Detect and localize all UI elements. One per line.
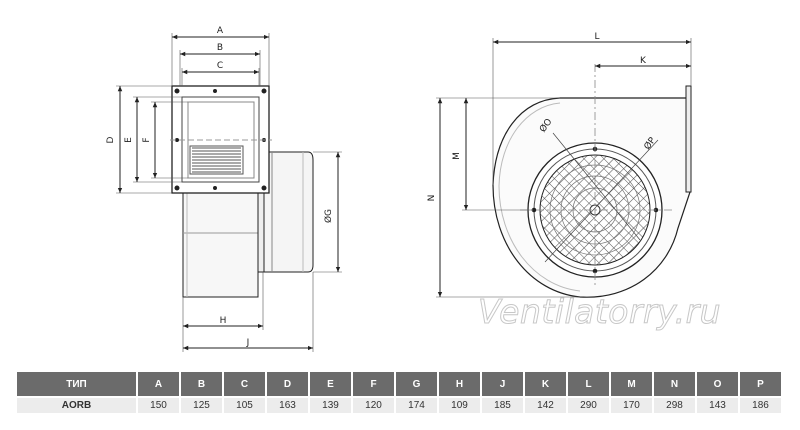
table-cell: 163 [266, 396, 310, 413]
front-view [436, 38, 692, 298]
outlet-flange-edge [685, 85, 692, 193]
column-header: O [696, 372, 740, 397]
row-label-type: AORB [17, 396, 138, 413]
column-header-type: ТИП [17, 372, 138, 397]
dim-label-k: K [640, 56, 647, 66]
side-view [116, 33, 342, 352]
table-cell: 186 [739, 396, 783, 413]
column-header: A [137, 372, 181, 397]
motor-body [262, 151, 314, 273]
table-cell: 290 [567, 396, 611, 413]
column-header: J [481, 372, 525, 397]
table-cell: 298 [653, 396, 697, 413]
table-cell: 143 [696, 396, 740, 413]
technical-drawing: A B C D E F ØG H J [106, 26, 692, 352]
table-cell: 120 [352, 396, 396, 413]
dim-label-h: H [220, 316, 227, 326]
column-header: E [309, 372, 353, 397]
column-header: B [180, 372, 224, 397]
column-header: H [438, 372, 482, 397]
table-header-row: ТИП A B C D E F G H J K L M N O P [17, 372, 783, 397]
column-header: N [653, 372, 697, 397]
column-header: D [266, 372, 310, 397]
dimensions-table: ТИП A B C D E F G H J K L M N O P AORB 1… [17, 372, 783, 413]
dim-label-d: D [106, 136, 116, 143]
dim-label-b: B [217, 43, 223, 53]
column-header: C [223, 372, 267, 397]
housing-body [182, 191, 259, 298]
column-header: F [352, 372, 396, 397]
table-cell: 174 [395, 396, 439, 413]
dim-label-j: J [246, 338, 250, 348]
column-header: M [610, 372, 654, 397]
table-cell: 105 [223, 396, 267, 413]
dim-label-f: F [142, 137, 152, 142]
table-cell: 125 [180, 396, 224, 413]
dim-label-l: L [594, 32, 599, 42]
side-view-labels: A B C D E F ØG H J [106, 26, 334, 348]
table-cell: 142 [524, 396, 568, 413]
column-header: K [524, 372, 568, 397]
column-header: L [567, 372, 611, 397]
dim-label-m: M [452, 152, 462, 160]
table-cell: 150 [137, 396, 181, 413]
column-header: P [739, 372, 783, 397]
table-cell: 185 [481, 396, 525, 413]
table-row: AORB 150 125 105 163 139 120 174 109 185… [17, 396, 783, 413]
dim-label-n: N [427, 195, 437, 202]
dim-label-g: ØG [323, 209, 334, 223]
dim-label-a: A [217, 26, 224, 36]
table-cell: 170 [610, 396, 654, 413]
table-cell: 109 [438, 396, 482, 413]
dim-label-e: E [124, 137, 134, 143]
table-cell: 139 [309, 396, 353, 413]
dim-label-c: C [217, 61, 223, 71]
column-header: G [395, 372, 439, 397]
watermark-text: Ventilatorry.ru [477, 292, 722, 332]
